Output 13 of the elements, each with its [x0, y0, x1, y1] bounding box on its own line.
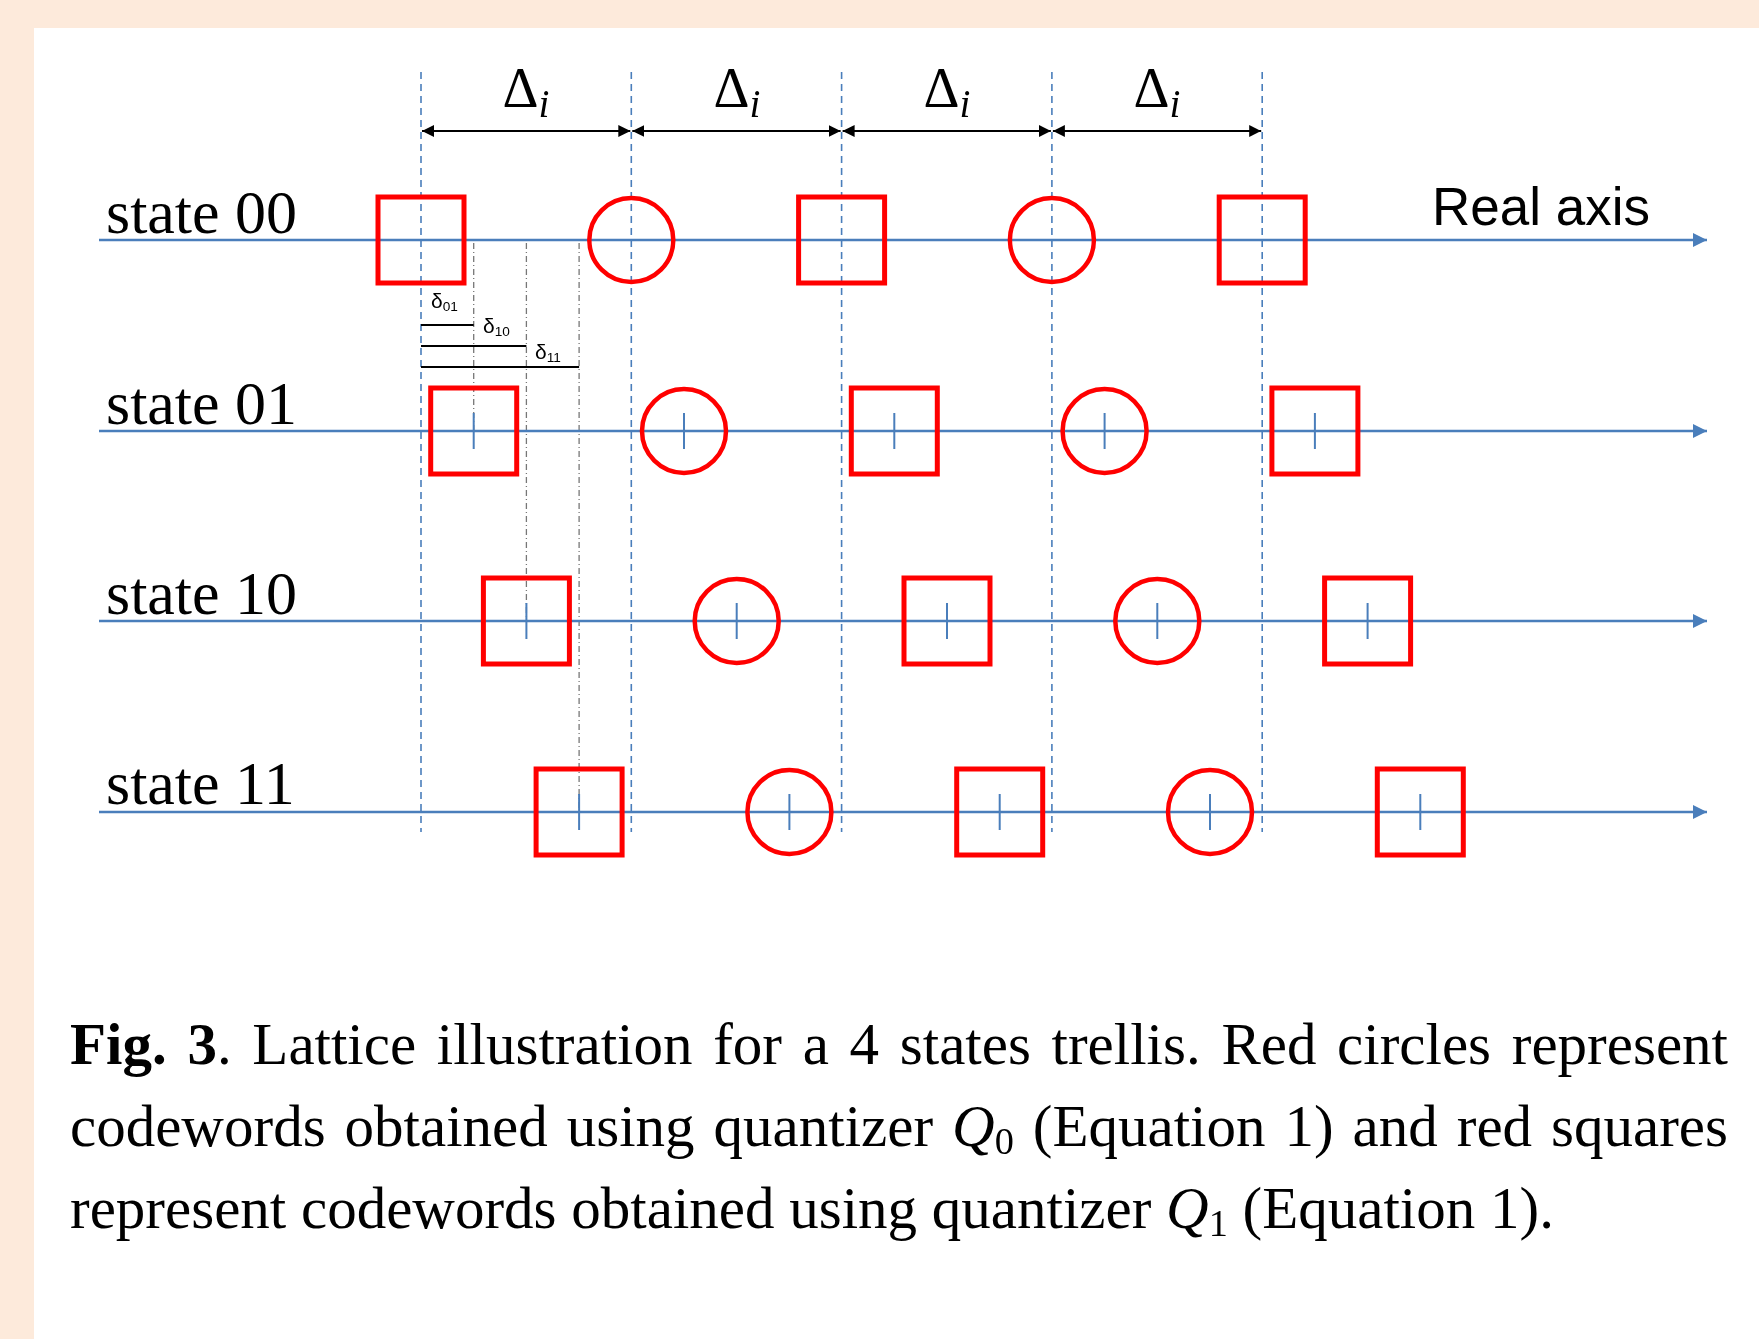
dimension-label: Δ$_{i}$ — [713, 60, 761, 123]
row-label: state 01 — [106, 372, 298, 434]
dimension-label: Δ$_{i}$ — [1133, 60, 1181, 123]
axis-label: Real axis — [1432, 180, 1650, 233]
figure-caption: Fig. 3. Lattice illustration for a 4 states trellis. Red circles represent codewords obtained using quantizer Q$_{0}$ (Equation 1) and red squares represent codewords obtained using quantizer Q$_{1}$ (Equation 1). — [70, 1010, 1728, 1246]
offset-label: δ$_{10}$ — [483, 315, 510, 340]
row-label: state 10 — [106, 562, 298, 624]
offset-label: δ$_{01}$ — [431, 290, 458, 315]
row-label: state 00 — [106, 181, 298, 243]
dimension-label: Δ$_{i}$ — [502, 60, 550, 123]
row-label: state 11 — [106, 752, 295, 814]
offset-label: δ$_{11}$ — [535, 341, 561, 366]
dimension-label: Δ$_{i}$ — [923, 60, 971, 123]
